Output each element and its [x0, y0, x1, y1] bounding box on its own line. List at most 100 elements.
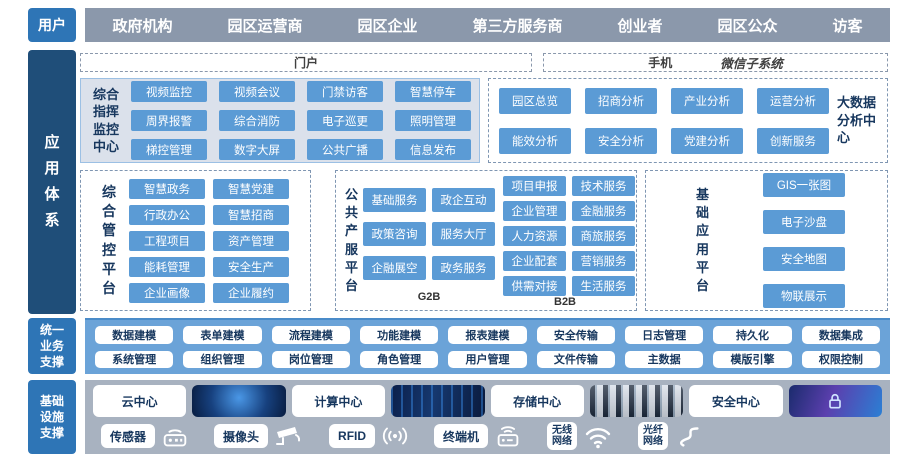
business-support-rail-label: 统一 业务 支撑	[28, 318, 76, 374]
camera-button: 摄像头	[214, 424, 269, 448]
g2b-module-chip: 基础服务	[363, 187, 427, 212]
bigdata-center-label: 大数据 分析中心	[837, 95, 877, 146]
business-support-chip: 数据建模	[95, 326, 174, 344]
b2b-module-chip: 项目申报	[503, 176, 567, 196]
lock-icon	[825, 391, 845, 411]
business-support-band: 数据建模表单建模流程建模功能建模报表建模安全传输日志管理持久化数据集成系统管理组…	[85, 318, 890, 374]
b2b-module-chip: 商旅服务	[572, 226, 636, 246]
wifi-icon	[582, 422, 614, 450]
terminal-button: 终端机	[434, 424, 489, 448]
business-support-chip: 表单建模	[183, 326, 262, 344]
terminal-group: 终端机	[434, 422, 523, 450]
user-group-item: 园区公众	[717, 17, 778, 35]
basic-app-module-chip: 安全地图	[763, 247, 846, 271]
security-center-button: 安全中心	[689, 385, 783, 417]
command-module-chip: 信息发布	[395, 139, 472, 160]
b2b-module-chip: 供需对接	[503, 276, 567, 296]
sensor-icon	[160, 422, 190, 450]
b2b-module-chip: 营销服务	[572, 251, 636, 271]
g2b-grid: 基础服务政企互动政策咨询服务大厅企融展空政务服务	[363, 187, 496, 280]
infrastructure-band: 云中心 计算中心 存储中心 安全中心 传感器	[85, 380, 890, 454]
business-support-chip: 用户管理	[448, 350, 527, 368]
business-support-chip: 功能建模	[360, 326, 439, 344]
g2b-module-chip: 企融展空	[363, 255, 427, 280]
camera-group: 摄像头	[214, 422, 305, 450]
g2b-caption: G2B	[417, 291, 441, 303]
management-module-chip: 安全生产	[213, 256, 289, 277]
user-group-item: 创业者	[617, 17, 663, 35]
circuit-board-image	[391, 385, 485, 417]
basic-application-platform-label: 基 础 应 用 平 台	[696, 186, 710, 293]
command-center-grid: 视频监控视频会议门禁访客智慧停车周界报警综合消防电子巡更照明管理梯控管理数字大屏…	[131, 81, 472, 160]
b2b-module-chip: 生活服务	[572, 276, 636, 296]
public-service-platform-label: 公 共 产 服 平 台	[345, 186, 359, 293]
camera-icon	[273, 422, 305, 450]
b2b-group: 项目申报技术服务企业管理金融服务人力资源商旅服务企业配套营销服务供需对接生活服务…	[495, 171, 636, 310]
application-system-rail-label: 应 用 体 系	[28, 50, 76, 314]
infrastructure-centers-row: 云中心 计算中心 存储中心 安全中心	[93, 385, 882, 417]
bigdata-module-chip: 党建分析	[671, 127, 743, 154]
command-module-chip: 门禁访客	[307, 81, 384, 102]
bigdata-analysis-center-box: 园区总览招商分析产业分析运营分析能效分析安全分析党建分析创新服务 大数据 分析中…	[488, 78, 888, 163]
management-platform-label: 综 合 管 控 平 台	[102, 183, 116, 297]
sensor-group: 传感器	[101, 422, 190, 450]
mobile-label: 手机	[648, 56, 673, 70]
management-module-chip: 智慧政务	[129, 178, 205, 199]
mobile-wechat-box: 手机 微信子系统	[543, 53, 888, 72]
management-module-chip: 企业画像	[129, 282, 205, 303]
user-group-item: 政府机构	[112, 17, 173, 35]
rfid-button: RFID	[329, 424, 376, 448]
business-support-chip: 安全传输	[536, 326, 615, 344]
fiber-network-group: 光纤 网络	[638, 422, 703, 450]
infrastructure-devices-row: 传感器 摄像头	[93, 419, 882, 453]
cloud-center-button: 云中心	[93, 385, 187, 417]
cloud-network-image	[192, 385, 286, 417]
management-platform-grid: 智慧政务智慧党建行政办公智慧招商工程项目资产管理能耗管理安全生产企业画像企业履约	[129, 178, 289, 303]
command-center-label: 综合 指挥 监控 中心	[93, 87, 120, 154]
bigdata-module-chip: 能效分析	[499, 127, 571, 154]
sensor-button: 传感器	[101, 424, 156, 448]
management-module-chip: 行政办公	[129, 204, 205, 225]
bigdata-module-chip: 运营分析	[757, 87, 829, 114]
command-module-chip: 照明管理	[395, 110, 472, 131]
command-module-chip: 周界报警	[131, 110, 208, 131]
portal-label: 门户	[293, 56, 318, 70]
terminal-icon	[493, 422, 523, 450]
user-groups-bar: 政府机构园区运营商园区企业第三方服务商创业者园区公众访客	[85, 8, 890, 42]
b2b-module-chip: 金融服务	[572, 201, 636, 221]
basic-application-grid: GIS一张图电子沙盘安全地图物联展示	[763, 173, 846, 308]
user-group-item: 园区企业	[357, 17, 418, 35]
fiber-network-button: 光纤 网络	[638, 422, 669, 450]
wireless-network-button: 无线 网络	[547, 422, 578, 450]
bigdata-module-chip: 招商分析	[585, 87, 657, 114]
g2b-module-chip: 政务服务	[432, 255, 496, 280]
infrastructure-rail-label: 基础 设施 支撑	[28, 380, 76, 454]
b2b-module-chip: 人力资源	[503, 226, 567, 246]
rfid-icon	[380, 422, 410, 450]
business-support-chip: 文件传输	[536, 350, 615, 368]
rfid-group: RFID	[329, 422, 410, 450]
business-support-chip: 报表建模	[448, 326, 527, 344]
user-group-item: 访客	[832, 17, 863, 35]
business-support-chip: 主数据	[625, 350, 704, 368]
management-platform-box: 综 合 管 控 平 台 智慧政务智慧党建行政办公智慧招商工程项目资产管理能耗管理…	[80, 170, 311, 311]
business-support-chip: 权限控制	[801, 350, 880, 368]
wechat-subsystem-label: 微信子系统	[720, 57, 783, 71]
management-module-chip: 企业履约	[213, 282, 289, 303]
bigdata-module-chip: 园区总览	[499, 87, 571, 114]
command-module-chip: 公共广播	[307, 139, 384, 160]
bigdata-module-chip: 创新服务	[757, 127, 829, 154]
bigdata-module-chip: 产业分析	[671, 87, 743, 114]
command-monitoring-center-box: 综合 指挥 监控 中心 视频监控视频会议门禁访客智慧停车周界报警综合消防电子巡更…	[80, 78, 480, 163]
g2b-group: 基础服务政企互动政策咨询服务大厅企融展空政务服务 G2B	[363, 171, 496, 310]
b2b-module-chip: 企业配套	[503, 251, 567, 271]
command-module-chip: 视频监控	[131, 81, 208, 102]
user-group-item: 第三方服务商	[472, 17, 563, 35]
business-support-chip: 模版引擎	[713, 350, 792, 368]
basic-app-module-chip: 物联展示	[763, 284, 846, 308]
business-support-chip: 岗位管理	[271, 350, 350, 368]
bigdata-module-chip: 安全分析	[585, 127, 657, 154]
management-module-chip: 能耗管理	[129, 256, 205, 277]
management-module-chip: 智慧招商	[213, 204, 289, 225]
